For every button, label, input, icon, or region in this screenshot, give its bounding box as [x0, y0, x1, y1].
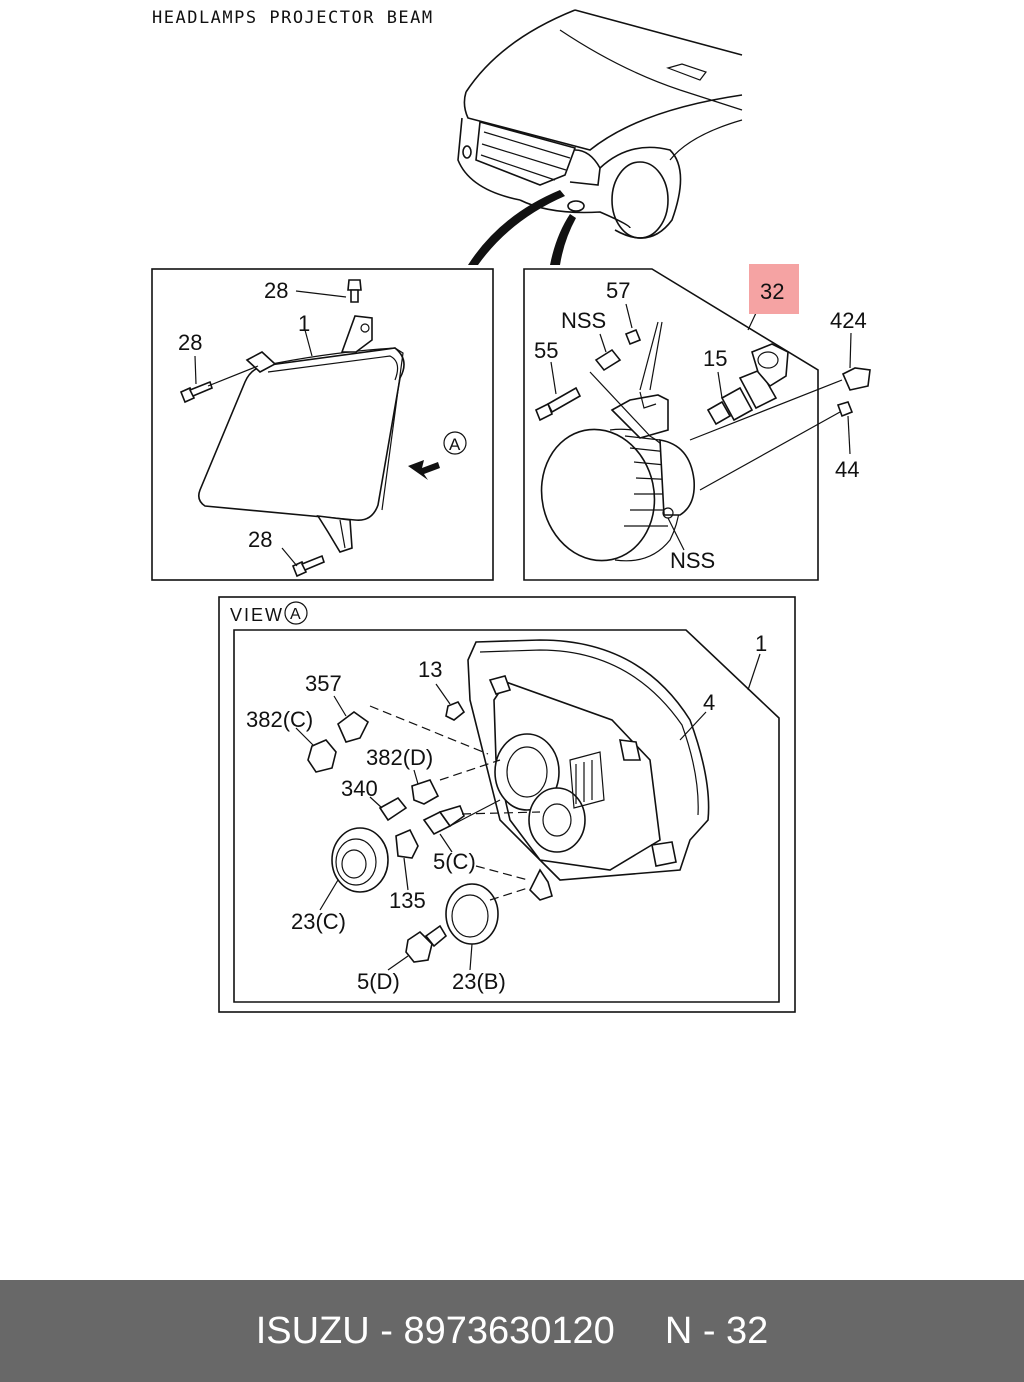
label-23c: 23(C) [291, 909, 346, 934]
bolt-28-left [179, 380, 213, 404]
footer-part-number: 8973630120 [403, 1309, 615, 1352]
label-nss-top: NSS [561, 308, 606, 333]
footer-separator: - [369, 1309, 404, 1352]
label-13: 13 [418, 657, 442, 682]
view-label: VIEW [230, 605, 284, 625]
footer-bar: ISUZU - 8973630120 N - 32 [0, 1280, 1024, 1382]
label-382c: 382(C) [246, 707, 313, 732]
label-28-left: 28 [178, 330, 202, 355]
footer-page-ref: N - 32 [664, 1309, 769, 1352]
label-nss-bottom: NSS [670, 548, 715, 573]
label-1-lamp: 1 [298, 311, 310, 336]
parts-diagram: 28 1 28 28 A [151, 9, 871, 1013]
headlamp-panel [151, 268, 494, 581]
label-23b: 23(B) [452, 969, 506, 994]
label-15: 15 [703, 346, 727, 371]
label-382d: 382(D) [366, 745, 433, 770]
bulb-15 [706, 368, 778, 426]
label-28-bottom: 28 [248, 527, 272, 552]
view-label-marker: A [290, 606, 301, 623]
footer-brand: ISUZU [255, 1309, 370, 1352]
label-135: 135 [389, 888, 426, 913]
label-57: 57 [606, 278, 630, 303]
label-357: 357 [305, 671, 342, 696]
label-28-top: 28 [264, 278, 288, 303]
label-424: 424 [830, 308, 867, 333]
view-marker-a: A [449, 435, 461, 454]
label-55: 55 [534, 338, 558, 363]
label-5c: 5(C) [433, 849, 476, 874]
label-340: 340 [341, 776, 378, 801]
label-1-assy: 1 [755, 631, 767, 656]
diagram-title: HEADLAMPS PROJECTOR BEAM [152, 8, 434, 28]
label-4: 4 [703, 690, 715, 715]
highlight-badge-32 [749, 264, 799, 314]
view-a-panel [218, 596, 796, 1013]
foglamp-panel [523, 268, 871, 581]
label-5d: 5(D) [357, 969, 400, 994]
label-44: 44 [835, 457, 859, 482]
vehicle-front-sketch [457, 9, 743, 265]
label-32-highlighted: 32 [760, 279, 784, 304]
bolt-28-bottom [291, 554, 325, 578]
bolt-28-top [347, 279, 362, 303]
